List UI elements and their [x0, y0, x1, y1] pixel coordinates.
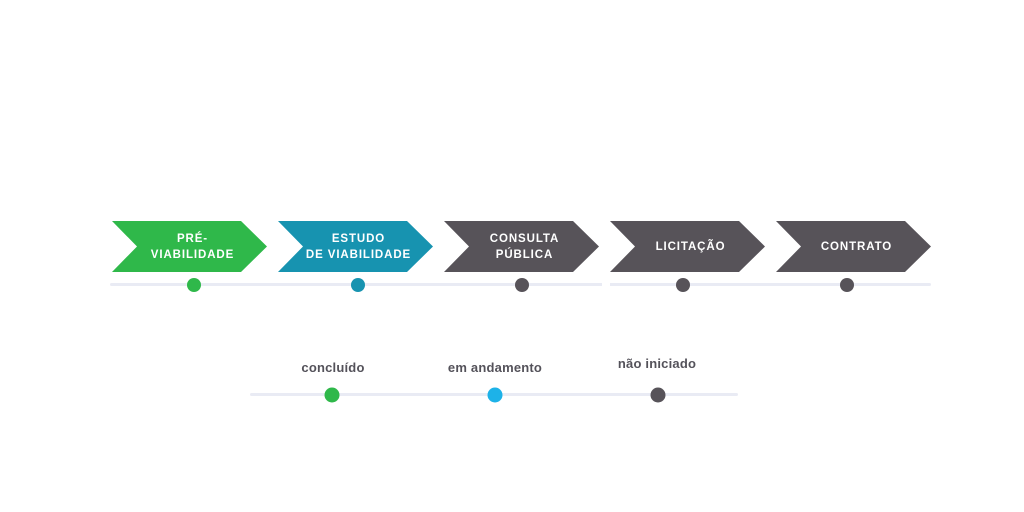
- legend-dot-concluido: [324, 387, 340, 402]
- stage-label: CONTRATO: [820, 240, 893, 253]
- legend-dot-em-andamento: [487, 387, 503, 402]
- timeline-track: [110, 277, 931, 292]
- legend-dot-nao-iniciado: [650, 387, 666, 402]
- milestone-dot-pre-viabilidade: [187, 277, 201, 292]
- stage-chevron-row: PRÉ- VIABILIDADE ESTUDO DE VIABILIDADE C…: [112, 221, 931, 272]
- timeline-track-gap: [602, 282, 610, 287]
- milestone-dot-contrato: [840, 277, 854, 292]
- stage-chevron-estudo-de-viabilidade: ESTUDO DE VIABILIDADE: [278, 221, 433, 272]
- stage-chevron-pre-viabilidade: PRÉ- VIABILIDADE: [112, 221, 267, 272]
- milestone-dot-licitacao: [676, 277, 690, 292]
- milestone-dot-estudo-de-viabilidade: [351, 277, 365, 292]
- legend-label-nao-iniciado: não iniciado: [617, 356, 697, 371]
- legend-label-em-andamento: em andamento: [447, 360, 543, 375]
- stage-chevron-contrato: CONTRATO: [776, 221, 931, 272]
- legend-label-concluido: concluído: [301, 360, 365, 375]
- stage-label: ESTUDO DE VIABILIDADE: [305, 232, 412, 261]
- stage-chevron-licitacao: LICITAÇÃO: [610, 221, 765, 272]
- stage-label: CONSULTA PÚBLICA: [489, 232, 560, 261]
- stage-label: LICITAÇÃO: [655, 240, 726, 253]
- milestone-dot-consulta-publica: [515, 277, 529, 292]
- stage-chevron-consulta-publica: CONSULTA PÚBLICA: [444, 221, 599, 272]
- stage-label: PRÉ- VIABILIDADE: [150, 232, 235, 261]
- legend-track: [250, 387, 738, 402]
